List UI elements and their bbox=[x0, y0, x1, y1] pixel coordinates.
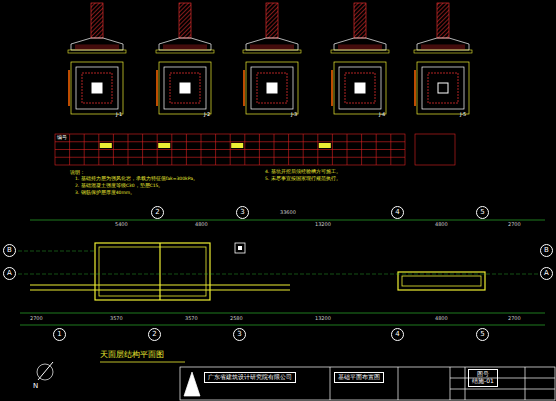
dimension: 2700 bbox=[508, 316, 521, 322]
dimension: 4800 bbox=[195, 222, 208, 228]
node-text: 4 bbox=[395, 331, 399, 339]
dimension: 3570 bbox=[110, 316, 123, 322]
title-block-cell: 广东省建筑设计研究院有限公司 bbox=[204, 372, 296, 383]
note: 2. 基础混凝土强度等级C30，垫层C15。 bbox=[75, 184, 163, 189]
axis-bubble: 4 bbox=[391, 328, 404, 341]
node-text: 3 bbox=[240, 209, 244, 217]
axis-bubble: B bbox=[3, 244, 16, 257]
axis-bubble: 2 bbox=[148, 328, 161, 341]
node-text: 5 bbox=[480, 331, 484, 339]
footing-detail bbox=[156, 3, 214, 114]
footing-detail bbox=[68, 3, 126, 114]
axis-bubble: A bbox=[3, 267, 16, 280]
node-text: 广东省建筑设计研究院有限公司 bbox=[208, 374, 292, 381]
axis-bubble: 3 bbox=[236, 206, 249, 219]
caption: 天面层结构平面图 bbox=[100, 351, 164, 360]
axis-bubble: 3 bbox=[233, 328, 246, 341]
dimension: 33600 bbox=[280, 210, 296, 216]
dimension: 2580 bbox=[230, 316, 243, 322]
note: 4. 基坑开挖后须经验槽方可施工。 bbox=[265, 170, 341, 175]
footing-detail bbox=[331, 3, 389, 114]
dimension: 4800 bbox=[435, 316, 448, 322]
node-text: 2 bbox=[155, 209, 159, 217]
note: 说明： bbox=[70, 170, 85, 176]
dimension: 2700 bbox=[508, 222, 521, 228]
note: 5. 未尽事宜按国家现行规范执行。 bbox=[265, 177, 341, 182]
node-text: 5 bbox=[480, 209, 484, 217]
table-cell: J-5 bbox=[460, 112, 466, 118]
table-cell: J-1 bbox=[116, 112, 122, 118]
table-cell: J-2 bbox=[204, 112, 210, 118]
node-text: A bbox=[7, 270, 12, 278]
node-text: 2 bbox=[152, 331, 156, 339]
node-text: A bbox=[544, 270, 549, 278]
note: 1. 基础持力层为强风化岩，承载力特征值fak=300kPa。 bbox=[75, 177, 198, 182]
axis-bubble: 5 bbox=[476, 328, 489, 341]
axis-bubble: B bbox=[540, 244, 553, 257]
axis-bubble: 5 bbox=[476, 206, 489, 219]
node-text: 基础平面布置图 bbox=[338, 374, 380, 381]
title-block-cell: 基础平面布置图 bbox=[334, 372, 384, 383]
footing-detail bbox=[414, 3, 472, 114]
axis-bubble: 1 bbox=[53, 328, 66, 341]
table-cell: J-4 bbox=[379, 112, 385, 118]
dimension: 4800 bbox=[435, 222, 448, 228]
dimension: 3570 bbox=[185, 316, 198, 322]
table-cell: J-3 bbox=[291, 112, 297, 118]
dimension: 13200 bbox=[315, 222, 331, 228]
footing-detail bbox=[243, 3, 301, 114]
node-text: 3 bbox=[237, 331, 241, 339]
node-text: 4 bbox=[395, 209, 399, 217]
node-text: 1 bbox=[57, 331, 61, 339]
dimension: 13200 bbox=[315, 316, 331, 322]
table-cell: 编号 bbox=[57, 136, 67, 141]
axis-bubble: A bbox=[540, 267, 553, 280]
node-text: B bbox=[544, 247, 549, 255]
note: 3. 钢筋保护层厚度40mm。 bbox=[75, 191, 135, 196]
node-text: 图号 bbox=[477, 371, 489, 378]
caption: N bbox=[33, 383, 38, 391]
dimension: 5400 bbox=[115, 222, 128, 228]
title-block-cell: 图号结施-01 bbox=[468, 369, 498, 387]
node-text: 结施-01 bbox=[472, 378, 494, 385]
axis-bubble: 2 bbox=[151, 206, 164, 219]
axis-bubble: 4 bbox=[391, 206, 404, 219]
node-text: B bbox=[7, 247, 12, 255]
dimension: 2700 bbox=[30, 316, 43, 322]
